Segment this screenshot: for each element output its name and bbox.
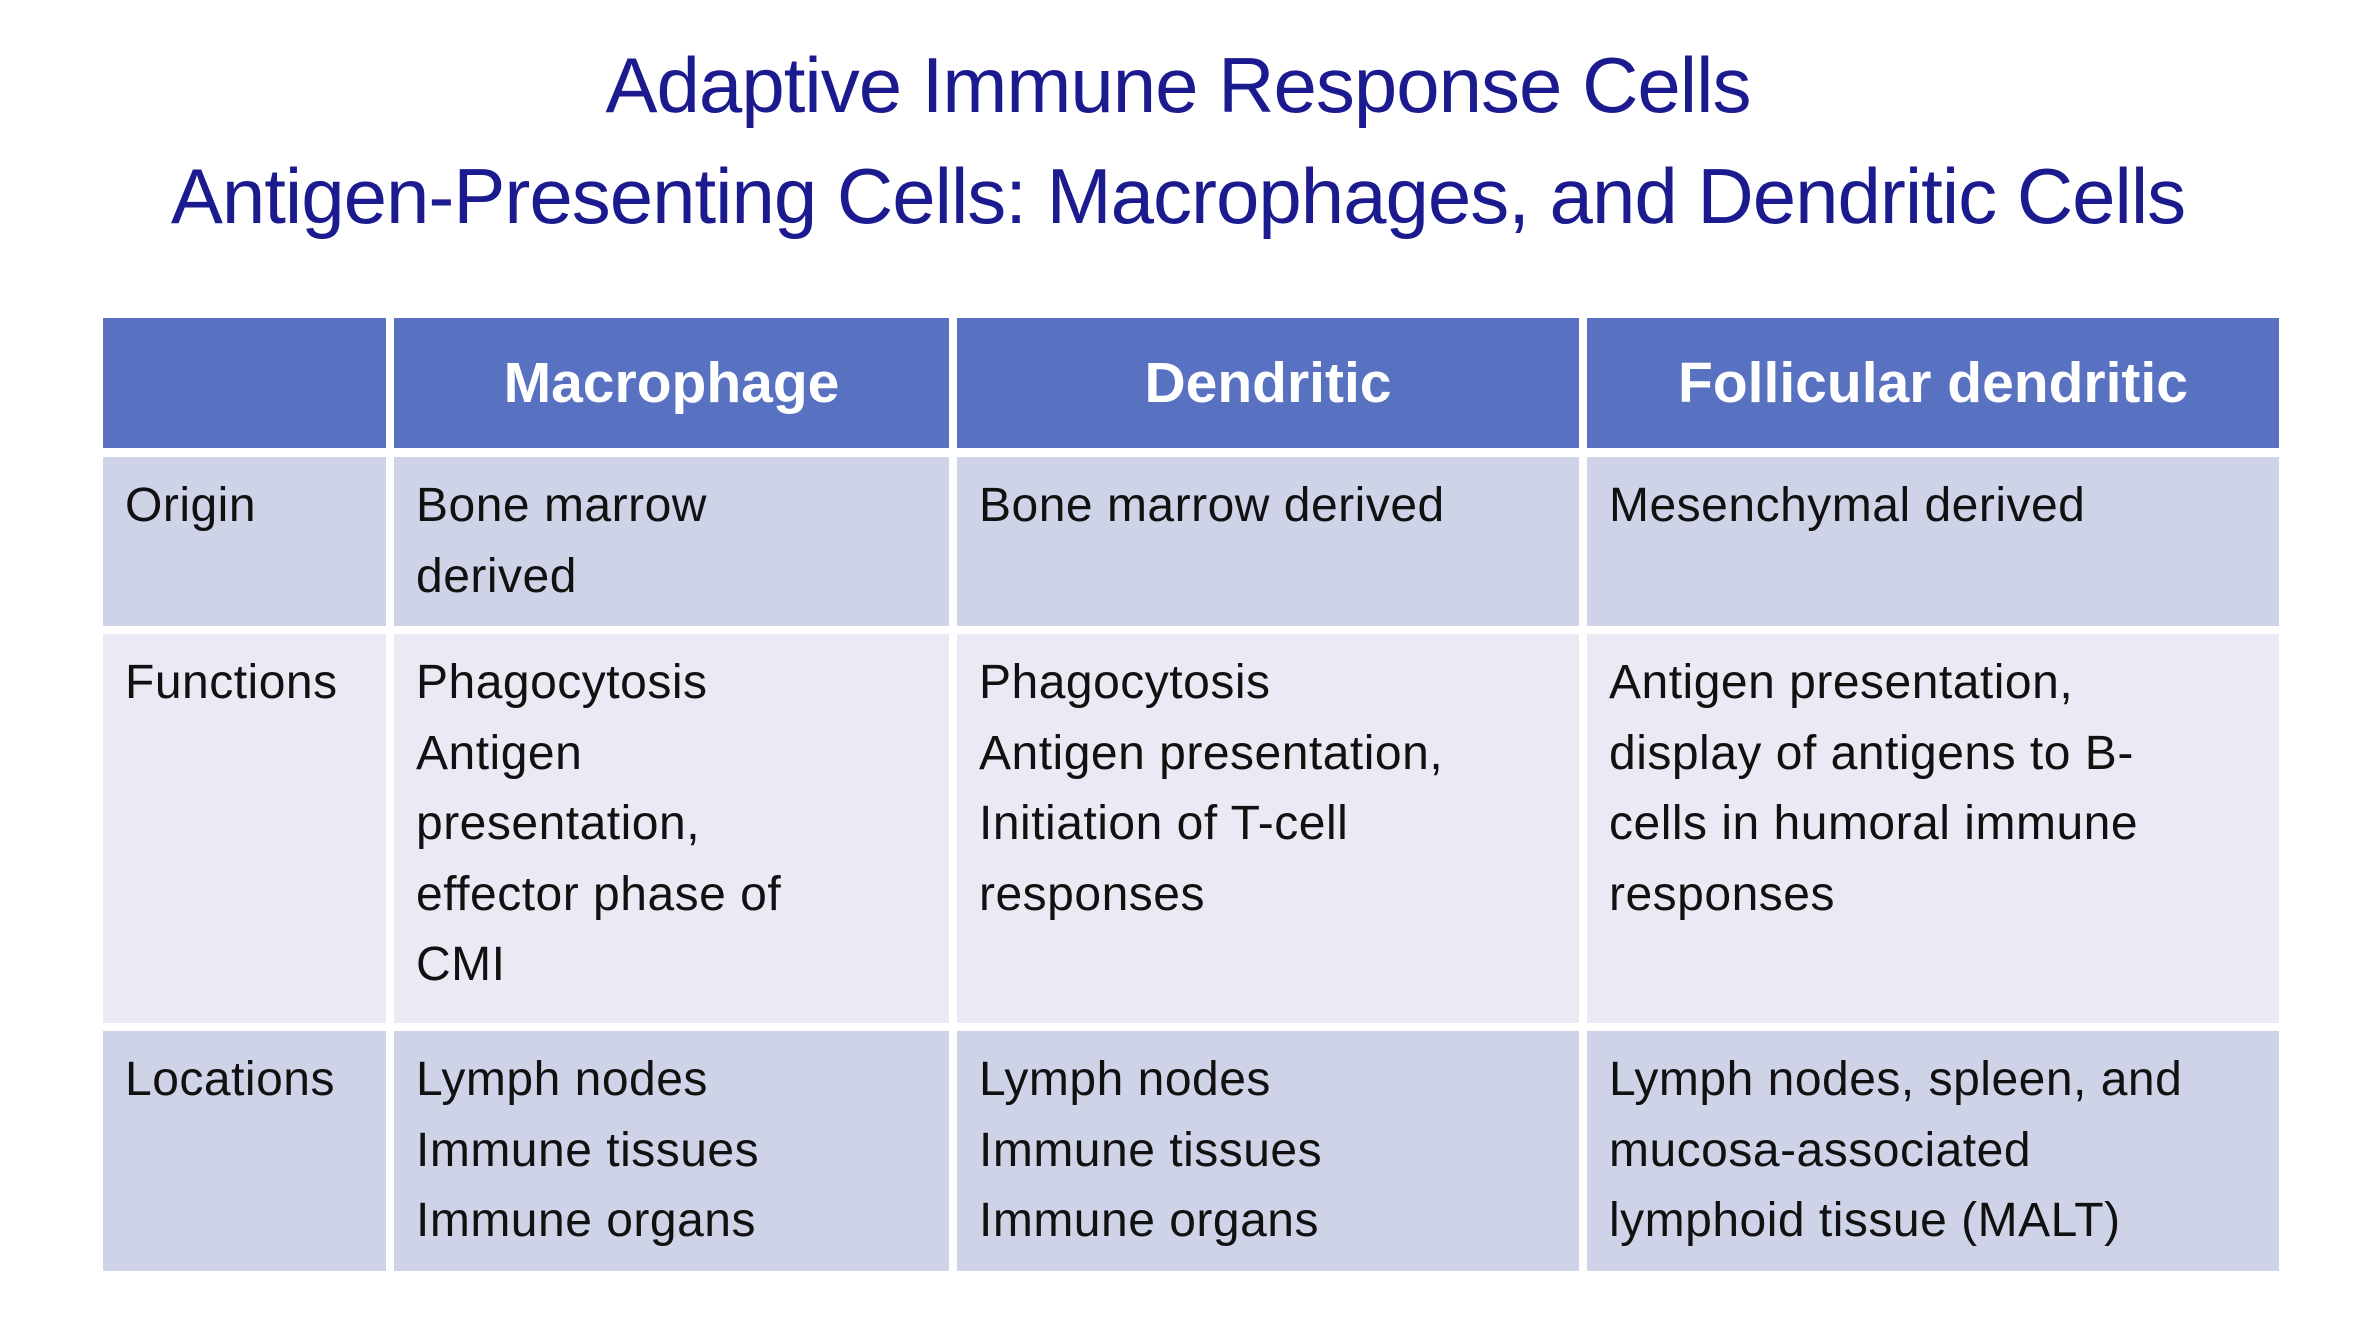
header-empty-cell [103, 318, 394, 457]
apc-comparison-table: Macrophage Dendritic Follicular dendriti… [103, 318, 2279, 1271]
cell-locations-follicular: Lymph nodes, spleen, and mucosa-associat… [1587, 1031, 2279, 1271]
header-cell-dendritic: Dendritic [957, 318, 1587, 457]
header-cell-macrophage: Macrophage [394, 318, 957, 457]
cell-locations-dendritic: Lymph nodes Immune tissues Immune organs [957, 1031, 1587, 1271]
cell-functions-macrophage: Phagocytosis Antigen presentation, effec… [394, 634, 957, 1032]
cell-origin-follicular: Mesenchymal derived [1587, 457, 2279, 635]
cell-origin-macrophage: Bone marrow derived [394, 457, 957, 635]
cell-locations-macrophage: Lymph nodes Immune tissues Immune organs [394, 1031, 957, 1271]
header-cell-follicular-dendritic: Follicular dendritic [1587, 318, 2279, 457]
row-label-locations: Locations [103, 1031, 394, 1271]
cell-functions-dendritic: Phagocytosis Antigen presentation, Initi… [957, 634, 1587, 1032]
header-row: Macrophage Dendritic Follicular dendriti… [103, 318, 2279, 457]
row-label-functions: Functions [103, 634, 394, 1032]
cell-origin-dendritic: Bone marrow derived [957, 457, 1587, 635]
cell-functions-follicular: Antigen presentation, display of antigen… [1587, 634, 2279, 1032]
title-line-2: Antigen-Presenting Cells: Macrophages, a… [170, 151, 2186, 240]
table-row-functions: Functions Phagocytosis Antigen presentat… [103, 634, 2279, 1032]
row-label-origin: Origin [103, 457, 394, 635]
table-row-locations: Locations Lymph nodes Immune tissues Imm… [103, 1031, 2279, 1271]
slide-title: Adaptive Immune Response Cells Antigen-P… [0, 30, 2356, 252]
table-row-origin: Origin Bone marrow derived Bone marrow d… [103, 457, 2279, 635]
title-line-1: Adaptive Immune Response Cells [605, 41, 1752, 129]
